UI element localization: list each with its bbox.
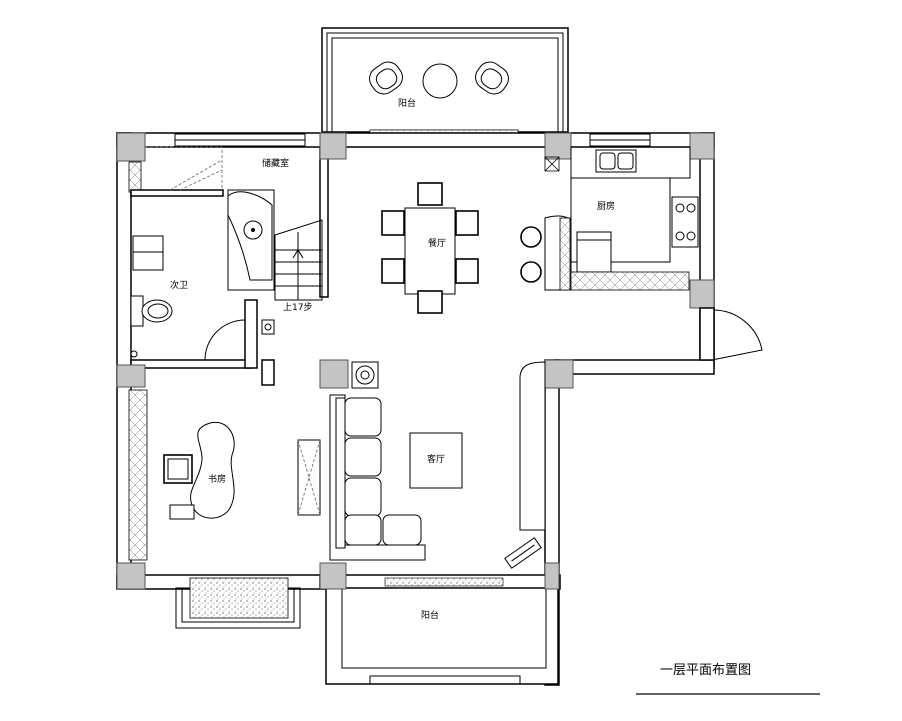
washing-machine bbox=[132, 235, 164, 271]
stove-icon bbox=[671, 196, 699, 248]
bar-stool bbox=[520, 226, 542, 248]
drawing-title: 一层平面布置图 bbox=[660, 663, 751, 678]
storage-room bbox=[145, 146, 275, 291]
living-room bbox=[297, 361, 542, 569]
room-label-bathroom: 次卫 bbox=[170, 279, 188, 291]
interior-walls bbox=[116, 132, 715, 590]
dining-set bbox=[381, 182, 479, 314]
tv-cabinet bbox=[297, 439, 321, 516]
bathroom bbox=[130, 191, 275, 361]
bar-stool bbox=[520, 261, 542, 283]
study-bay-window bbox=[175, 577, 301, 629]
top-balcony bbox=[321, 27, 569, 139]
room-label-balcony-top: 阳台 bbox=[398, 97, 416, 109]
coffee-table bbox=[409, 432, 463, 489]
round-table bbox=[422, 63, 458, 99]
toilet-icon bbox=[130, 295, 173, 327]
room-label-dining: 餐厅 bbox=[428, 237, 446, 249]
room-label-storage: 储藏室 bbox=[262, 157, 289, 169]
kitchen bbox=[520, 146, 763, 361]
lounge-chair-left bbox=[369, 61, 403, 95]
stair-arrow-icon bbox=[292, 249, 304, 300]
sofa bbox=[329, 394, 426, 561]
stairs bbox=[274, 219, 323, 301]
lounge-chair-right bbox=[475, 61, 509, 95]
bottom-balcony bbox=[325, 577, 559, 685]
room-label-study: 书房 bbox=[208, 473, 226, 485]
side-lamp bbox=[504, 537, 542, 569]
room-label-living: 客厅 bbox=[427, 453, 445, 465]
stair-label: 上17步 bbox=[283, 302, 312, 313]
room-label-balcony-bottom: 阳台 bbox=[421, 609, 439, 621]
study bbox=[163, 421, 235, 520]
room-label-kitchen: 厨房 bbox=[597, 200, 615, 212]
